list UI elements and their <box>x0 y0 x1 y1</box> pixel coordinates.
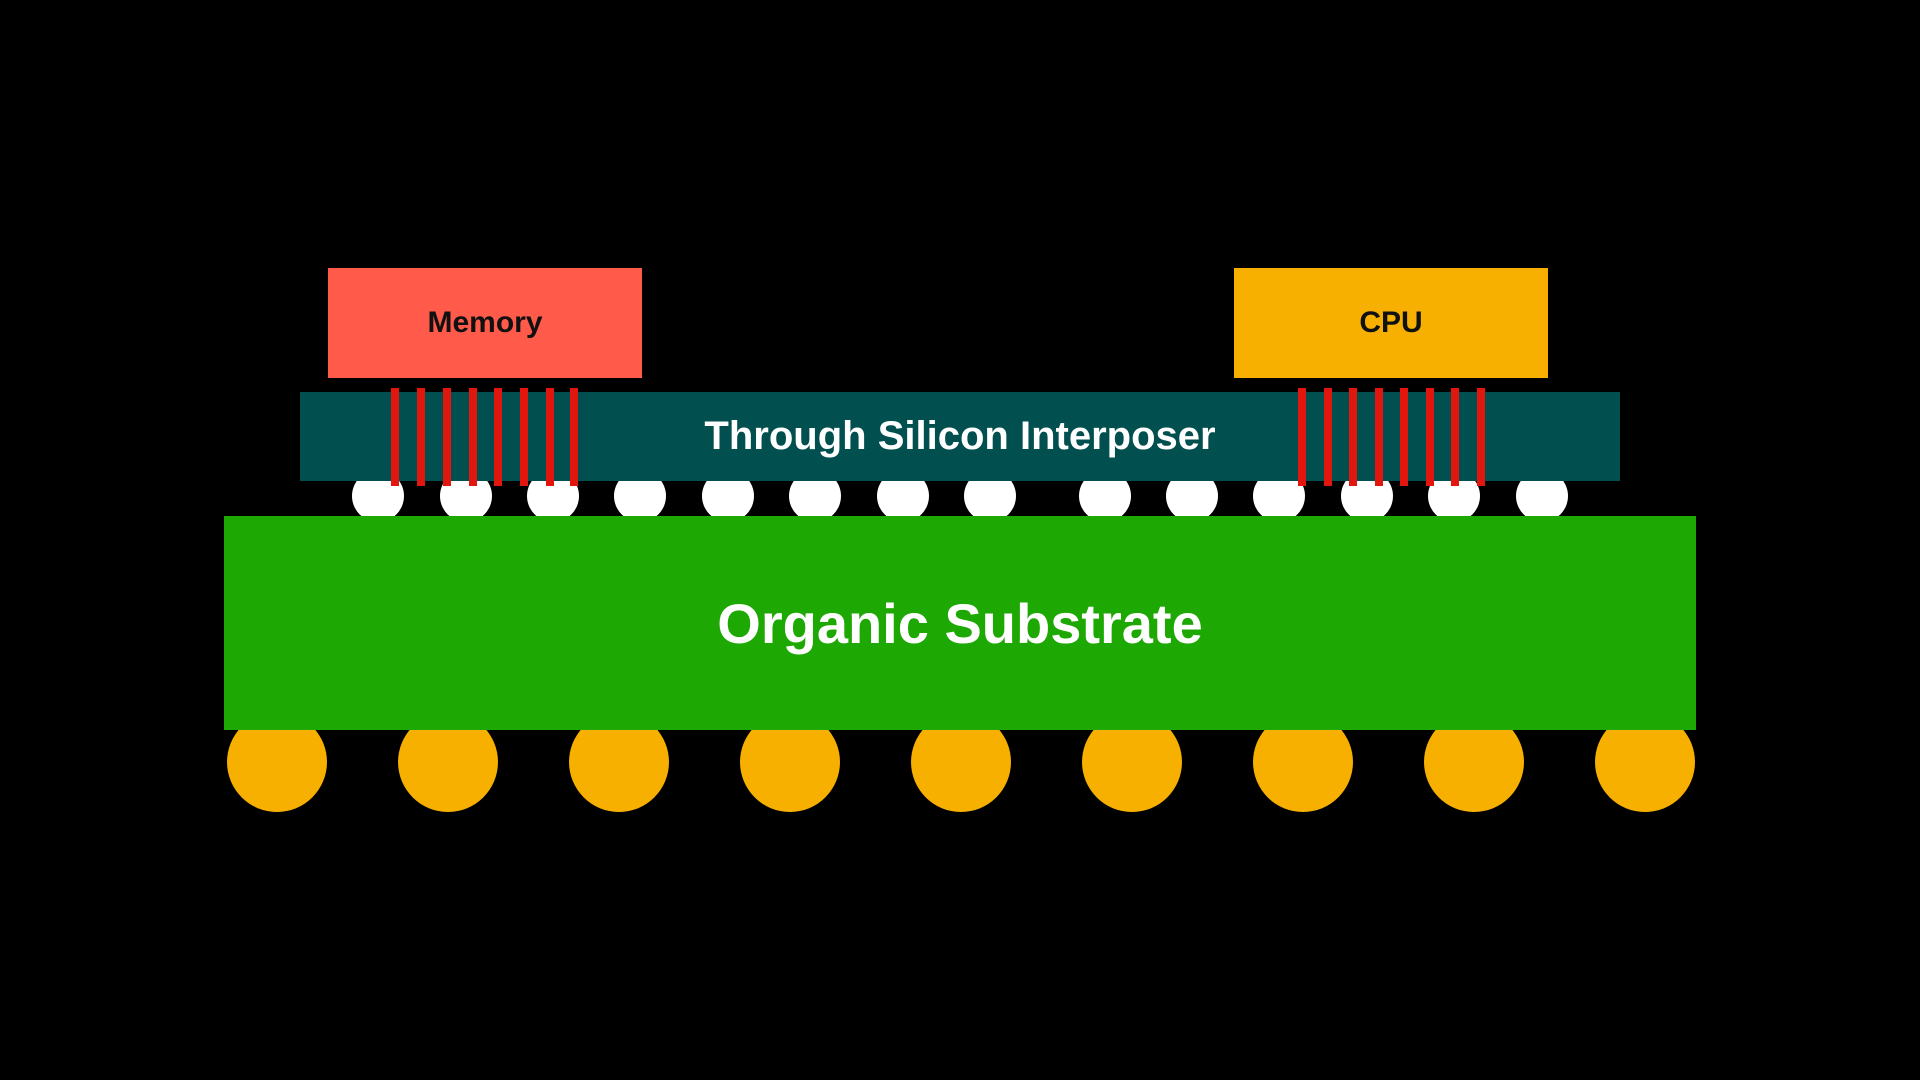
cpu-tsv <box>1477 388 1485 486</box>
cpu-tsv <box>1375 388 1383 486</box>
memory-chip-label: Memory <box>427 306 543 339</box>
memory-tsv <box>546 388 554 486</box>
memory-tsv <box>520 388 528 486</box>
cpu-tsv <box>1298 388 1306 486</box>
memory-chip: Memory <box>328 268 642 378</box>
cpu-tsv <box>1349 388 1357 486</box>
cpu-tsv <box>1324 388 1332 486</box>
cpu-chip: CPU <box>1234 268 1548 378</box>
organic-substrate: Organic Substrate <box>224 516 1696 730</box>
cpu-tsv <box>1400 388 1408 486</box>
memory-tsv <box>469 388 477 486</box>
memory-tsv <box>570 388 578 486</box>
cpu-tsv <box>1451 388 1459 486</box>
memory-tsv <box>443 388 451 486</box>
memory-tsv <box>391 388 399 486</box>
memory-tsv <box>417 388 425 486</box>
cpu-chip-label: CPU <box>1359 306 1423 339</box>
interposer-label: Through Silicon Interposer <box>704 414 1216 458</box>
memory-tsv <box>494 388 502 486</box>
cpu-tsv <box>1426 388 1434 486</box>
organic-substrate-label: Organic Substrate <box>717 591 1203 655</box>
